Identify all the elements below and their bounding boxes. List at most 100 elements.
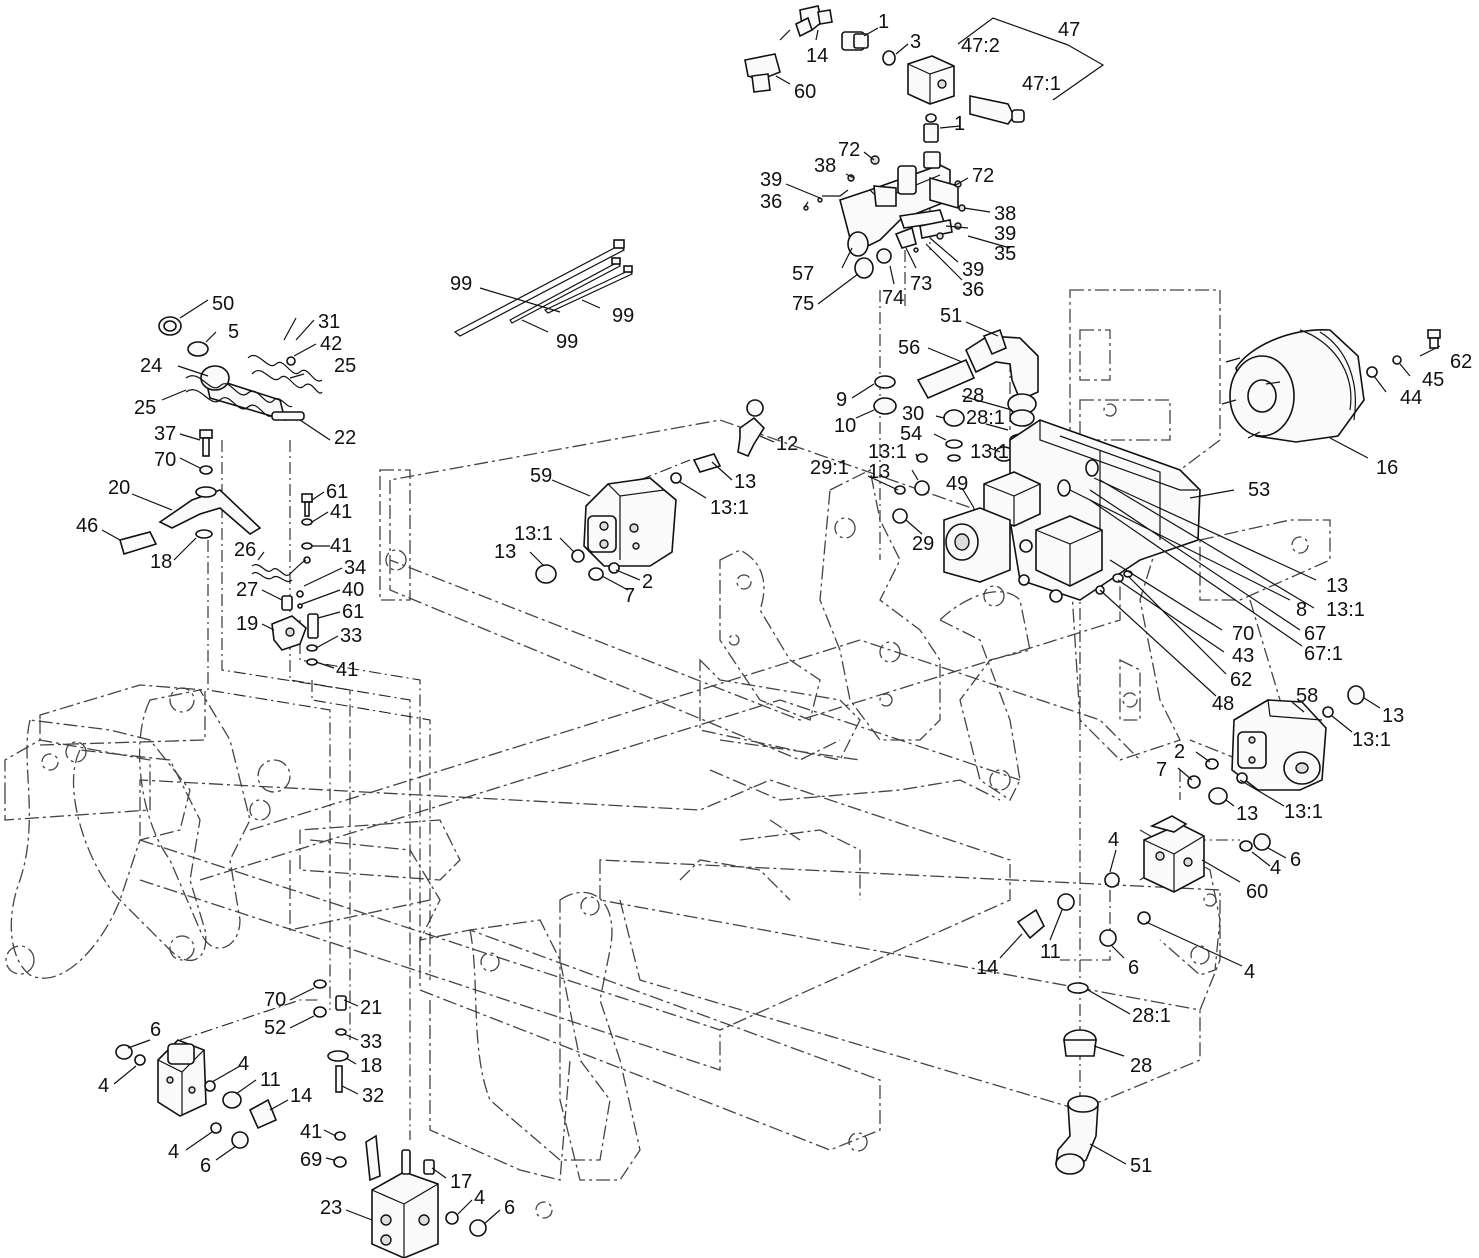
callout-52: 52 xyxy=(264,1017,286,1039)
callout-18: 18 xyxy=(150,551,172,573)
callout-70: 70 xyxy=(264,989,286,1011)
control-valve-assembly xyxy=(313,979,487,1258)
callout-1: 1 xyxy=(878,11,889,33)
callout-13: 13 xyxy=(494,541,516,563)
callout-99: 99 xyxy=(556,331,578,353)
callout-6: 6 xyxy=(504,1197,515,1219)
callout-4: 4 xyxy=(98,1075,109,1097)
callout-18: 18 xyxy=(360,1055,382,1077)
callout-27: 27 xyxy=(236,579,258,601)
callout-8: 8 xyxy=(1296,599,1307,621)
callout-13-1: 13:1 xyxy=(970,441,1009,463)
callout-4: 4 xyxy=(474,1187,485,1209)
callout-75: 75 xyxy=(792,293,814,315)
callout-11: 11 xyxy=(1040,941,1061,963)
hydrostat-transmission-assembly xyxy=(873,328,1441,603)
callout-59: 59 xyxy=(530,465,552,487)
pump-left-assembly xyxy=(535,399,766,584)
callout-40: 40 xyxy=(342,579,364,601)
callout-60: 60 xyxy=(794,81,816,103)
callout-4: 4 xyxy=(1108,829,1119,851)
callout-29: 29 xyxy=(912,533,934,555)
callout-39: 39 xyxy=(962,259,984,281)
callout-7: 7 xyxy=(1156,759,1167,781)
callout-23: 23 xyxy=(320,1197,342,1219)
callout-33: 33 xyxy=(360,1031,382,1053)
callout-45: 45 xyxy=(1422,369,1444,391)
callout-38: 38 xyxy=(814,155,836,177)
callout-6: 6 xyxy=(200,1155,211,1177)
flow-valve-left-assembly xyxy=(115,1039,278,1149)
callout-13: 13 xyxy=(868,461,890,483)
callout-58: 58 xyxy=(1296,685,1318,707)
callout-74: 74 xyxy=(882,287,904,309)
callout-41: 41 xyxy=(336,659,358,681)
callout-11: 11 xyxy=(260,1069,281,1091)
lever-spring-assembly xyxy=(119,316,323,666)
callout-13-1: 13:1 xyxy=(1284,801,1323,823)
callout-54: 54 xyxy=(900,423,922,445)
callout-43: 43 xyxy=(1232,645,1254,667)
callout-46: 46 xyxy=(76,515,98,537)
callout-70: 70 xyxy=(1232,623,1254,645)
callout-10: 10 xyxy=(834,415,856,437)
callout-47-2: 47:2 xyxy=(961,35,1000,57)
callout-39: 39 xyxy=(760,169,782,191)
callout-42: 42 xyxy=(320,333,342,355)
callout-41: 41 xyxy=(330,501,352,523)
callout-61: 61 xyxy=(342,601,364,623)
callout-28: 28 xyxy=(1130,1055,1152,1077)
callout-6: 6 xyxy=(1290,849,1301,871)
callout-30: 30 xyxy=(902,403,924,425)
callout-2: 2 xyxy=(1174,741,1185,763)
callout-37: 37 xyxy=(154,423,176,445)
callout-47: 47 xyxy=(1058,19,1080,41)
callout-19: 19 xyxy=(236,613,258,635)
callout-4: 4 xyxy=(1244,961,1255,983)
callout-13-1: 13:1 xyxy=(1326,599,1365,621)
callout-44: 44 xyxy=(1400,387,1422,409)
callout-13: 13 xyxy=(1326,575,1348,597)
callout-6: 6 xyxy=(1128,957,1139,979)
callout-28-1: 28:1 xyxy=(966,407,1005,429)
callout-36: 36 xyxy=(962,279,984,301)
callout-5: 5 xyxy=(228,321,239,343)
routing-lines xyxy=(179,160,1240,1140)
callout-36: 36 xyxy=(760,191,782,213)
callout-56: 56 xyxy=(898,337,920,359)
cable-ties xyxy=(453,239,633,337)
callout-12: 12 xyxy=(776,433,798,455)
callout-70: 70 xyxy=(154,449,176,471)
callout-14: 14 xyxy=(976,957,998,979)
callout-17: 17 xyxy=(450,1171,472,1193)
callout-13: 13 xyxy=(734,471,756,493)
callout-7: 7 xyxy=(624,585,635,607)
callout-4: 4 xyxy=(238,1053,249,1075)
callout-24: 24 xyxy=(140,355,162,377)
callout-21: 21 xyxy=(360,997,382,1019)
callout-60: 60 xyxy=(1246,881,1268,903)
callout-32: 32 xyxy=(362,1085,384,1107)
callout-47-1: 47:1 xyxy=(1022,73,1061,95)
flow-valve-right-assembly xyxy=(1016,815,1271,1175)
callout-4: 4 xyxy=(1270,857,1281,879)
callout-2: 2 xyxy=(642,571,653,593)
callout-13-1: 13:1 xyxy=(1352,729,1391,751)
callout-57: 57 xyxy=(792,263,814,285)
callout-26: 26 xyxy=(234,539,256,561)
callout-3: 3 xyxy=(910,31,921,53)
callout-67: 67 xyxy=(1304,623,1326,645)
callout-53: 53 xyxy=(1248,479,1270,501)
callout-62: 62 xyxy=(1230,669,1252,691)
callout-16: 16 xyxy=(1376,457,1398,479)
valve-block-assembly xyxy=(744,5,1105,279)
callout-50: 50 xyxy=(212,293,234,315)
callout-20: 20 xyxy=(108,477,130,499)
callout-99: 99 xyxy=(612,305,634,327)
callout-6: 6 xyxy=(150,1019,161,1041)
callout-62: 62 xyxy=(1450,351,1472,373)
callout-72: 72 xyxy=(972,165,994,187)
callout-13-1: 13:1 xyxy=(514,523,553,545)
callout-51: 51 xyxy=(1130,1155,1152,1177)
